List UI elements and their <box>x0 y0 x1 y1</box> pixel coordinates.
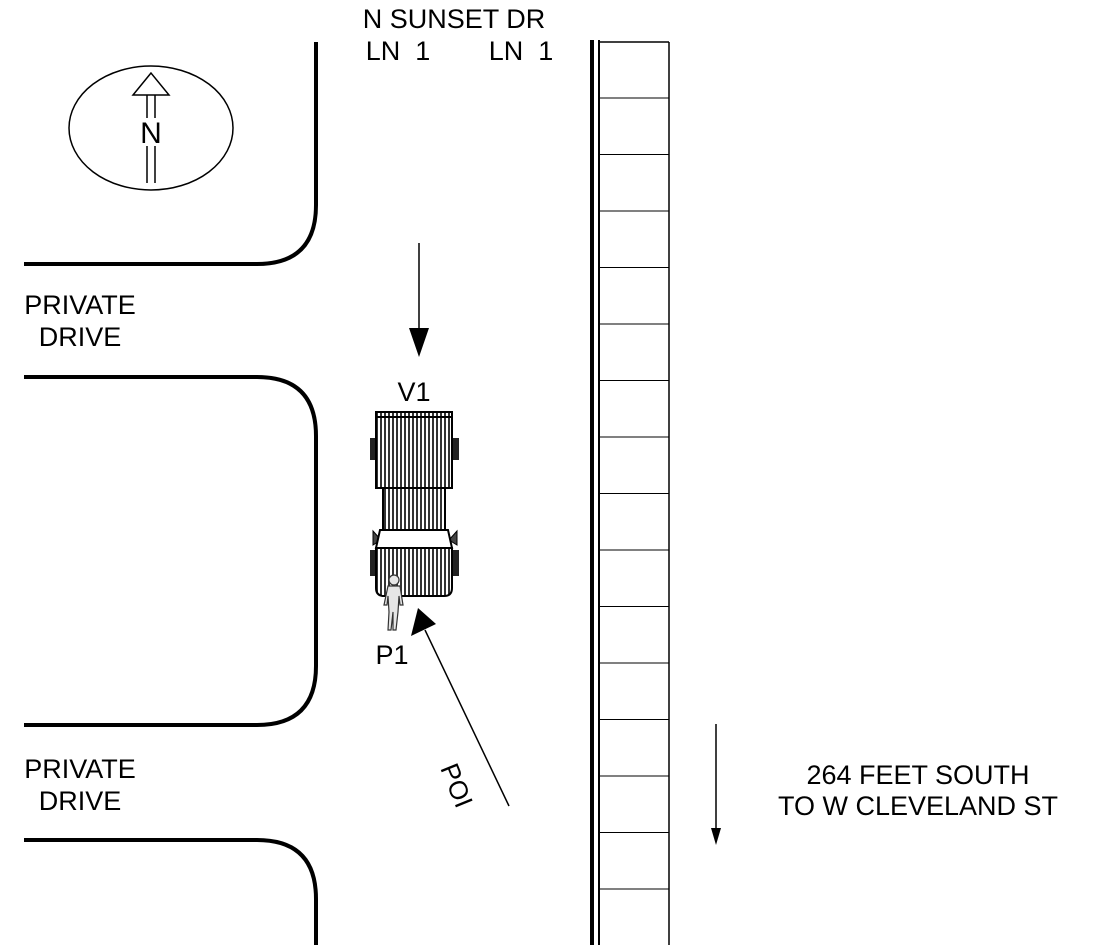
distance-note-line2: TO W CLEVELAND ST <box>778 791 1058 821</box>
west-curb <box>24 42 318 945</box>
north-letter: N <box>140 117 162 150</box>
south-arrow-icon <box>711 724 721 845</box>
pedestrian-label: P1 <box>375 640 408 670</box>
north-arrow-icon <box>68 65 234 191</box>
pedestrian-icon <box>383 574 404 631</box>
lane-label-right: LN 1 <box>489 36 554 66</box>
vehicle-label: V1 <box>397 377 430 407</box>
street-name: N SUNSET DR <box>363 4 546 34</box>
poi-label: POI <box>434 759 479 812</box>
lane-label-left: LN 1 <box>366 36 431 66</box>
driveway-label-line2: DRIVE <box>39 322 122 352</box>
travel-direction-arrow-icon <box>409 243 429 357</box>
driveway-label-line2: DRIVE <box>39 786 122 816</box>
driveway-label-line1: PRIVATE <box>24 290 136 320</box>
east-curb <box>590 40 600 945</box>
distance-note-line1: 264 FEET SOUTH <box>806 760 1029 790</box>
poi-arrow-icon <box>411 608 510 807</box>
driveway-label-line1: PRIVATE <box>24 754 136 784</box>
pickup-truck-icon <box>370 411 459 597</box>
sidewalk <box>599 41 670 945</box>
